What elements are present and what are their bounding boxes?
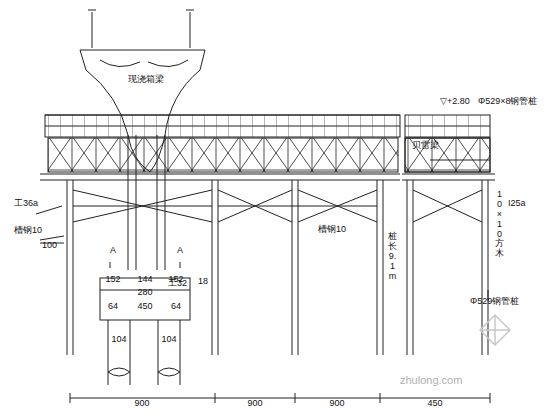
dimension-label: 152 [168,275,183,285]
dimension-label: 槽钢10 [318,225,346,235]
dimension-label: 450 [427,399,442,409]
dimension-label: 现浇箱梁 [128,75,164,85]
dimension-label: 280 [137,288,152,298]
dimension-label: 104 [111,335,126,345]
dimension-label: 10×10方木 [495,190,504,259]
dimension-label: 贝雷梁 [412,141,439,151]
dimension-label: A [177,246,183,256]
dimension-label: 144 [137,275,152,285]
dimension-label: 64 [171,302,181,312]
dimension-label: 18 [198,277,208,287]
dimension-label: 104 [161,335,176,345]
dimension-label: 152 [105,275,120,285]
dimension-label: 64 [108,302,118,312]
dimension-label: I25a [508,199,526,209]
dimension-label: 桩长9.1m [388,232,397,281]
dimension-label: ▽+2.80 [440,97,470,107]
dimension-label: 450 [137,302,152,312]
dimension-label: 900 [329,399,344,409]
dimension-label: 工36a [14,199,38,209]
dimension-label: Φ529钢管桩 [470,297,519,307]
dimension-label: A [110,246,116,256]
dimension-label: 100 [42,241,57,251]
watermark: zhulong.com [400,374,462,386]
dimension-label: Φ529×8钢管桩 [478,97,537,107]
dimension-label: 槽钢10 [14,226,42,236]
dimension-label: 900 [247,399,262,409]
dimension-label: 900 [134,399,149,409]
